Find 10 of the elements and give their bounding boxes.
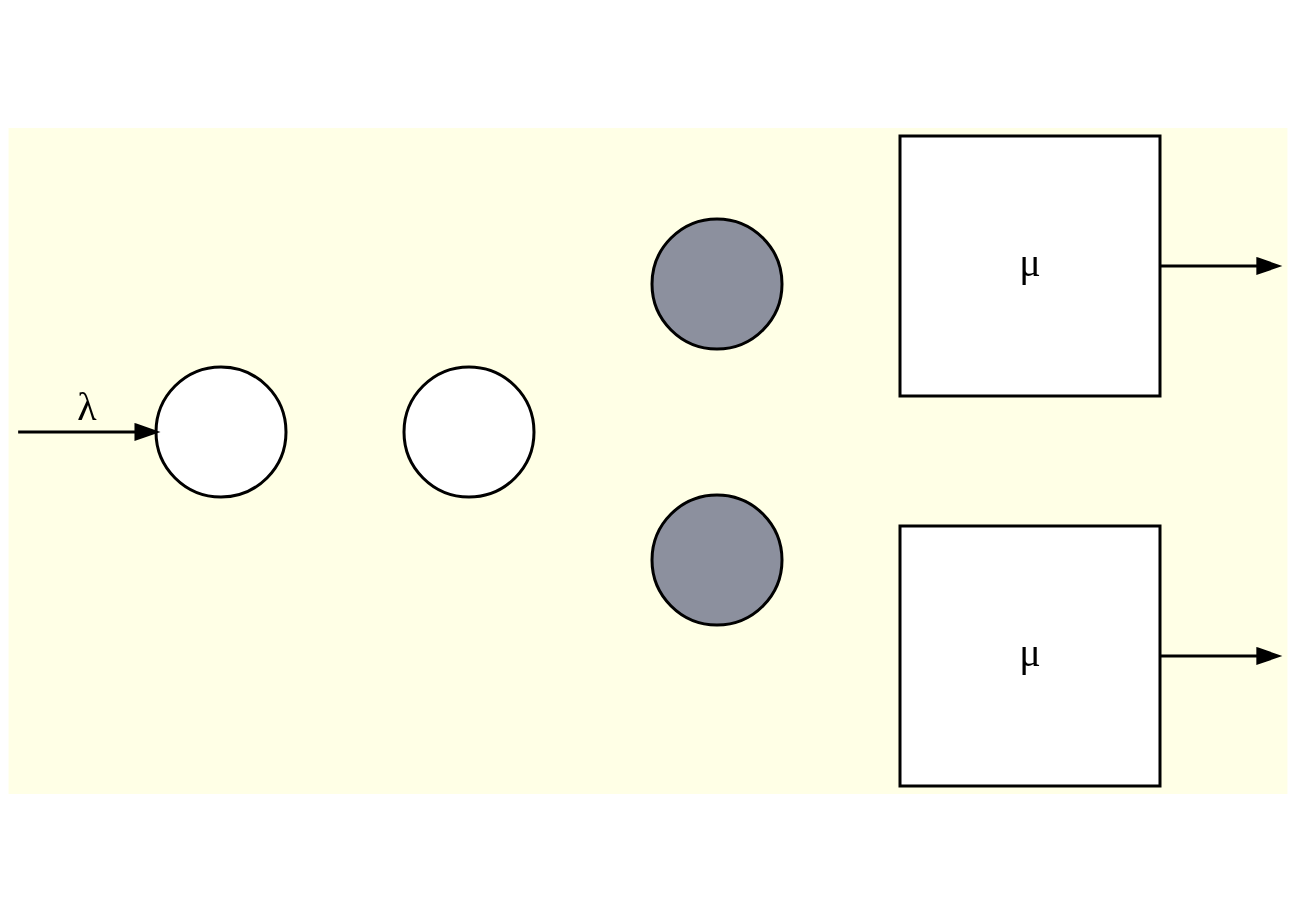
node-circle	[402, 365, 536, 498]
node-box: μ	[898, 134, 1162, 397]
node-circle	[650, 217, 784, 350]
node-circle	[154, 365, 288, 498]
node-circle	[650, 493, 784, 626]
node-box: μ	[898, 524, 1162, 787]
arrow	[18, 422, 161, 441]
arrow	[1160, 256, 1283, 275]
arrow	[1160, 646, 1283, 665]
edge-label: λ	[77, 383, 97, 429]
